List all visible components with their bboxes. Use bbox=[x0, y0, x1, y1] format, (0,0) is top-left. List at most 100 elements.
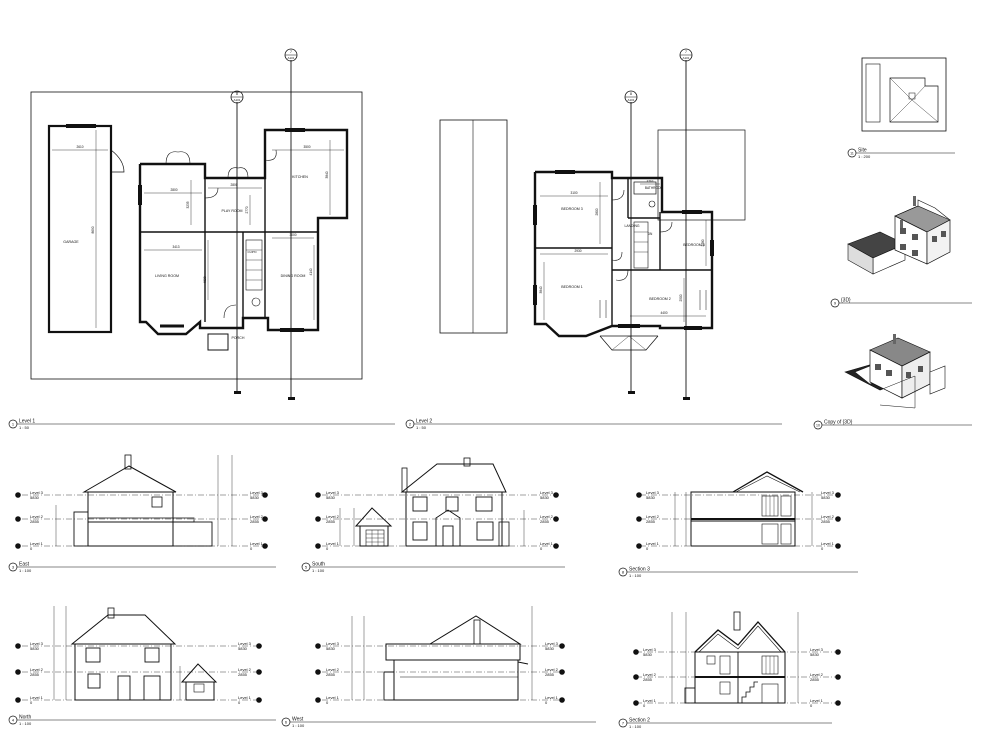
svg-text:5830: 5830 bbox=[250, 495, 260, 500]
room-label-bed2: BEDROOM 2 bbox=[649, 297, 671, 301]
svg-text:5830: 5830 bbox=[545, 646, 555, 651]
svg-text:7: 7 bbox=[622, 721, 625, 726]
site-plan bbox=[861, 57, 947, 132]
west-level-markers: Level 3 5830 Level 2 2855 Level 1 0 Leve… bbox=[315, 641, 565, 705]
svg-text:South: South bbox=[312, 562, 325, 568]
svg-text:Level 1: Level 1 bbox=[250, 541, 264, 546]
room-label-garage: GARAGE bbox=[63, 240, 79, 244]
svg-text:Level 1: Level 1 bbox=[30, 541, 44, 546]
svg-text:1 : 100: 1 : 100 bbox=[629, 724, 642, 729]
svg-text:2930: 2930 bbox=[574, 249, 581, 253]
site-boundary bbox=[30, 91, 363, 380]
svg-text:Level 3: Level 3 bbox=[540, 490, 554, 495]
svg-text:2855: 2855 bbox=[643, 677, 653, 682]
svg-text:4400: 4400 bbox=[660, 311, 667, 315]
svg-text:Level 2: Level 2 bbox=[326, 667, 340, 672]
svg-text:0: 0 bbox=[238, 700, 241, 705]
svg-text:2855: 2855 bbox=[250, 519, 260, 524]
svg-text:1 : 50: 1 : 50 bbox=[19, 425, 30, 430]
view-title-east: 3 East 1 : 100 bbox=[8, 562, 276, 573]
svg-text:5830: 5830 bbox=[540, 495, 550, 500]
view-title-north: 4 North 1 : 100 bbox=[8, 715, 276, 726]
svg-text:2855: 2855 bbox=[30, 672, 40, 677]
svg-text:7: 7 bbox=[685, 50, 687, 54]
svg-text:0: 0 bbox=[250, 546, 253, 551]
svg-text:2855: 2855 bbox=[821, 519, 831, 524]
svg-text:8: 8 bbox=[630, 92, 632, 96]
svg-text:Level 1: Level 1 bbox=[646, 541, 660, 546]
west-elevation bbox=[322, 606, 565, 701]
svg-text:2855: 2855 bbox=[810, 677, 820, 682]
svg-text:6: 6 bbox=[285, 720, 288, 725]
svg-text:Level 3: Level 3 bbox=[326, 490, 340, 495]
svg-text:7: 7 bbox=[290, 50, 292, 54]
view-title-copy3d: 10 Copy of {3D} bbox=[813, 420, 972, 430]
svg-text:5830: 5830 bbox=[30, 646, 40, 651]
svg-text:2500: 2500 bbox=[679, 294, 683, 301]
section-3 bbox=[640, 471, 840, 547]
svg-text:East: East bbox=[19, 562, 30, 568]
svg-text:0: 0 bbox=[30, 700, 33, 705]
svg-text:8: 8 bbox=[236, 92, 238, 96]
svg-text:1 : 50: 1 : 50 bbox=[416, 425, 427, 430]
svg-text:5830: 5830 bbox=[821, 495, 831, 500]
room-label-bed4: BEDROOM 4 bbox=[683, 243, 705, 247]
svg-text:1 : 200: 1 : 200 bbox=[858, 154, 871, 159]
svg-text:5830: 5830 bbox=[326, 495, 336, 500]
svg-text:Level 2: Level 2 bbox=[821, 514, 835, 519]
svg-text:4: 4 bbox=[12, 718, 15, 723]
svg-text:Level 3: Level 3 bbox=[30, 641, 44, 646]
east-level-markers: Level 3 5830 Level 2 2855 Level 1 0 Leve… bbox=[15, 490, 268, 551]
south-elevation bbox=[322, 457, 560, 547]
svg-text:Level 2: Level 2 bbox=[30, 514, 44, 519]
view-title-section2: 7 Section 2 1 : 100 bbox=[618, 718, 832, 729]
room-label-bed1: BEDROOM 1 bbox=[561, 285, 583, 289]
svg-text:Level 3: Level 3 bbox=[545, 641, 559, 646]
svg-text:3000: 3000 bbox=[289, 233, 296, 237]
svg-text:Level 1: Level 1 bbox=[238, 695, 252, 700]
section-2 bbox=[636, 611, 840, 704]
svg-text:3413: 3413 bbox=[172, 245, 179, 249]
north-level-markers: Level 3 5830 Level 2 2855 Level 1 0 Leve… bbox=[15, 641, 262, 705]
svg-text:Level 1: Level 1 bbox=[821, 541, 835, 546]
svg-text:8: 8 bbox=[622, 570, 625, 575]
svg-text:Level 2: Level 2 bbox=[643, 672, 657, 677]
svg-text:Level 1: Level 1 bbox=[643, 698, 657, 703]
svg-text:Level 1: Level 1 bbox=[545, 695, 559, 700]
isometric-3d-view bbox=[847, 196, 951, 275]
svg-text:0: 0 bbox=[643, 703, 646, 708]
room-label-landing: LANDING bbox=[624, 224, 639, 228]
svg-text:Level 3: Level 3 bbox=[643, 647, 657, 652]
svg-text:Site: Site bbox=[858, 148, 867, 154]
svg-text:2: 2 bbox=[409, 422, 412, 427]
svg-text:0: 0 bbox=[326, 700, 329, 705]
svg-text:Level 1: Level 1 bbox=[19, 419, 35, 425]
south-level-markers: Level 3 5830 Level 2 2855 Level 1 0 Leve… bbox=[315, 490, 559, 551]
svg-text:Level 2: Level 2 bbox=[326, 514, 340, 519]
view-title-level1: 1 Level 1 1 : 50 bbox=[8, 419, 395, 430]
svg-text:2800: 2800 bbox=[595, 208, 599, 215]
svg-text:2610: 2610 bbox=[76, 145, 83, 149]
east-elevation bbox=[22, 454, 268, 547]
svg-text:Level 2: Level 2 bbox=[540, 514, 554, 519]
svg-text:0: 0 bbox=[30, 546, 33, 551]
svg-text:Level 2: Level 2 bbox=[250, 514, 264, 519]
svg-text:0: 0 bbox=[540, 546, 543, 551]
svg-text:1 : 100: 1 : 100 bbox=[19, 568, 32, 573]
svg-text:West: West bbox=[292, 717, 304, 723]
svg-text:2480: 2480 bbox=[701, 239, 705, 246]
svg-text:Level 1: Level 1 bbox=[540, 541, 554, 546]
north-elevation bbox=[22, 606, 262, 701]
svg-text:2710: 2710 bbox=[647, 179, 654, 183]
svg-text:5830: 5830 bbox=[646, 495, 656, 500]
room-label-play: PLAY ROOM bbox=[221, 209, 242, 213]
svg-text:Level 2: Level 2 bbox=[238, 667, 252, 672]
svg-text:8690: 8690 bbox=[91, 226, 95, 233]
view-title-level2: 2 Level 2 1 : 50 bbox=[405, 419, 782, 430]
svg-text:0: 0 bbox=[646, 546, 649, 551]
svg-text:5830: 5830 bbox=[643, 652, 653, 657]
svg-text:3840: 3840 bbox=[325, 171, 329, 178]
svg-text:Level 2: Level 2 bbox=[545, 667, 559, 672]
svg-text:1 : 100: 1 : 100 bbox=[19, 721, 32, 726]
